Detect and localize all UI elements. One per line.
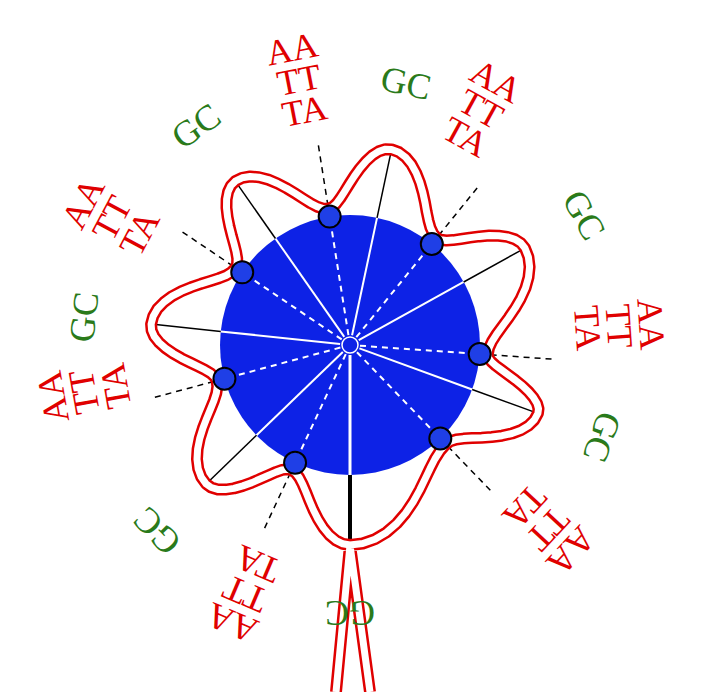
gc-pair-label: GC: [377, 60, 433, 106]
gc-pair-label: GC: [557, 184, 613, 245]
gc-pair-label: GC: [165, 96, 227, 154]
center-mark: [342, 337, 358, 353]
histone-disc: [220, 215, 480, 475]
spoke-inner: [256, 352, 342, 435]
spoke-outer: [235, 181, 275, 238]
at-pair-label: TA: [94, 361, 137, 412]
binding-dot: [231, 261, 253, 283]
gc-pair-label: GC: [127, 501, 188, 562]
dashed-spoke-inner: [224, 348, 340, 379]
spoke-inner: [275, 239, 344, 337]
at-pair-label: TA: [568, 305, 607, 353]
spoke-outer: [348, 475, 352, 545]
dna-strand: [151, 149, 538, 692]
dna-strand-gap: [151, 149, 538, 692]
dashed-spoke-inner: [356, 244, 432, 337]
dashed-spoke-inner: [360, 346, 480, 354]
spoke-outer: [151, 324, 221, 331]
spoke-inner: [359, 348, 472, 389]
spoke-outer: [206, 435, 256, 484]
dashed-spoke-inner: [357, 352, 440, 438]
spoke-inner: [359, 282, 464, 340]
binding-dot: [421, 233, 443, 255]
spoke-inner: [349, 355, 352, 475]
spoke-outer: [377, 149, 392, 217]
binding-dot: [213, 368, 235, 390]
spoke-inner: [221, 331, 340, 344]
dashed-spoke-inner: [295, 354, 346, 463]
dashed-spoke-inner: [330, 217, 349, 336]
binding-dot: [284, 452, 306, 474]
binding-dot: [469, 343, 491, 365]
gc-pair-label: GC: [63, 290, 104, 344]
dashed-spoke-inner: [242, 272, 341, 339]
binding-dot: [319, 206, 341, 228]
at-pair-label: TA: [279, 89, 330, 133]
binding-dot: [429, 428, 451, 450]
gc-pair-label: GC: [576, 407, 627, 466]
spoke-outer: [464, 248, 525, 282]
gc-pair-label: GC: [325, 595, 375, 631]
